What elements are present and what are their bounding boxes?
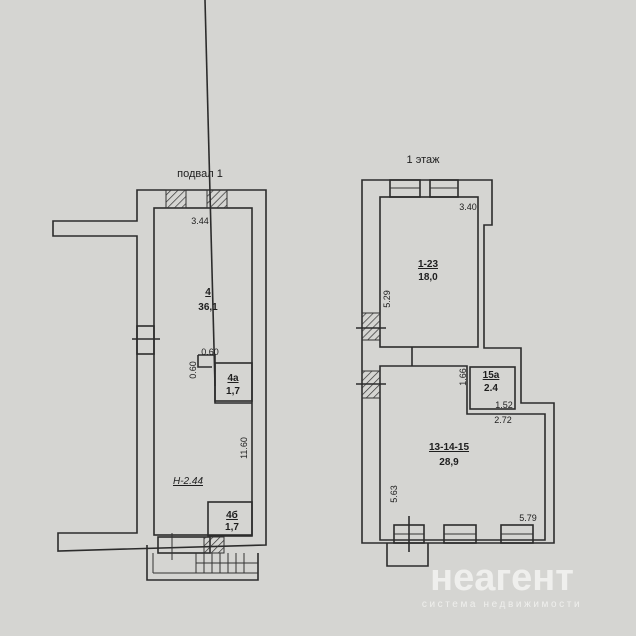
dim-small-w: 1.52 bbox=[495, 400, 513, 410]
room-1-23-outline bbox=[379, 196, 479, 348]
room-id: 4 bbox=[205, 287, 211, 298]
window-hatch bbox=[206, 189, 228, 209]
watermark-brand: неагент bbox=[430, 557, 574, 599]
dim-left-upper: 5.29 bbox=[382, 290, 392, 308]
dim-left-lower: 5.63 bbox=[389, 485, 399, 503]
basement-outer-wall bbox=[52, 189, 267, 552]
stairs-steps bbox=[152, 533, 258, 574]
window-hatch bbox=[165, 189, 187, 209]
dim-niche-w: 0.60 bbox=[201, 347, 219, 357]
dim-top: 3.44 bbox=[191, 216, 209, 226]
room-15a-outline bbox=[469, 366, 516, 410]
height-label: H-2.44 bbox=[173, 476, 203, 487]
room-13-14-15-outline bbox=[379, 365, 546, 541]
room-area: 18,0 bbox=[418, 272, 438, 283]
dim-small-h: 1.66 bbox=[458, 368, 468, 386]
dim-top: 3.40 bbox=[459, 202, 477, 212]
wall-hatch bbox=[203, 536, 225, 554]
room-id: 1-23 bbox=[418, 259, 438, 270]
door-opening bbox=[136, 325, 155, 355]
dim-bottom: 5.79 bbox=[519, 513, 537, 523]
room-area: 1,7 bbox=[226, 386, 240, 397]
floor1-plan bbox=[356, 179, 555, 567]
entrance-porch bbox=[386, 543, 429, 567]
stairs-outline bbox=[146, 545, 259, 581]
basement-title: подвал 1 bbox=[177, 168, 223, 180]
room-id: 4б bbox=[226, 509, 238, 521]
dim-length: 11.60 bbox=[239, 437, 249, 459]
dim-niche-h: 0.60 bbox=[188, 361, 198, 379]
basement-plan bbox=[52, 0, 267, 581]
room-id: 15а bbox=[483, 370, 500, 381]
stairs-landing bbox=[157, 536, 211, 554]
room-area: 2.4 bbox=[484, 383, 498, 394]
room-id: 13-14-15 bbox=[429, 442, 469, 453]
room-4b-outline bbox=[207, 501, 253, 537]
dim-mid: 2.72 bbox=[494, 415, 512, 425]
door-hatch bbox=[361, 312, 381, 341]
room-area: 1,7 bbox=[225, 522, 239, 533]
watermark-tagline: система недвижимости bbox=[422, 599, 582, 610]
room-area: 36,1 bbox=[198, 302, 218, 313]
room-area: 28,9 bbox=[439, 457, 459, 468]
floor1-outer-wall bbox=[361, 179, 555, 544]
room-id: 4а bbox=[227, 373, 239, 384]
floor1-title: 1 этаж bbox=[407, 154, 441, 166]
